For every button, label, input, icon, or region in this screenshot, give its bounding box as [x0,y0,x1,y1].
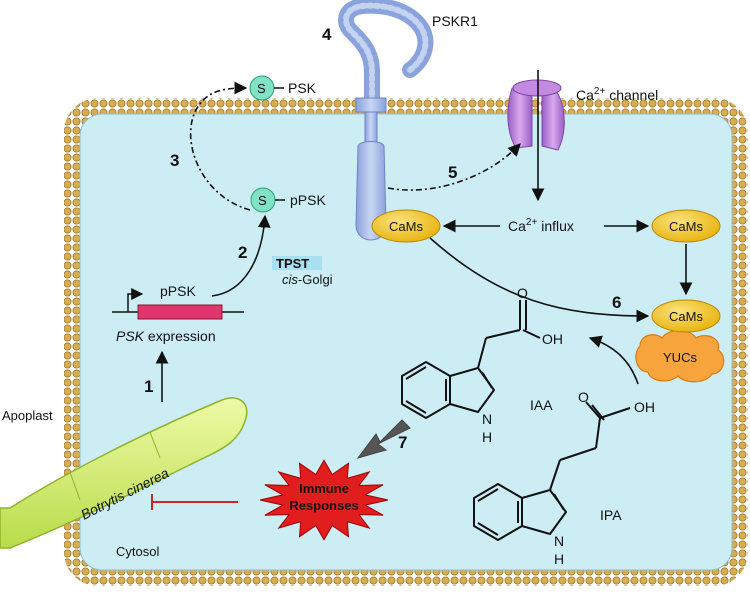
yucs-cloud [635,329,725,383]
cams-left-shape [371,209,441,243]
yucs-label: YUCs [663,350,697,365]
immune-label-line1: Immune [299,481,349,496]
cams-bottom-shape [651,299,721,333]
ca-influx-label: Ca2+ influx [508,217,574,234]
ipa-n-label: N [554,533,564,549]
iaa-oh-label: OH [542,331,563,347]
iaa-h-label: H [482,429,492,445]
botrytis-hypha [0,397,248,549]
psk-expression-label: PSK expression [116,328,216,344]
ipa-h-label: H [554,551,564,567]
ca-channel-label: Ca2+ channel [576,86,658,103]
inhibition-line [151,494,238,510]
cis-golgi-label: cis-Golgi [282,272,333,287]
step-number-1: 1 [144,377,153,396]
step-number-4: 4 [322,25,332,44]
cams-left-label: CaMs [389,219,423,234]
cams-right-shape [651,209,721,243]
arrow-step2 [211,214,271,297]
ppsk-label: pPSK [290,192,326,208]
s-ppsk-s: S [258,193,267,208]
arrows [155,70,693,402]
cams-right-label: CaMs [669,219,703,234]
step-number-3: 3 [170,151,179,170]
pskr1-receptor [338,0,434,241]
iaa-molecule [401,300,541,419]
iaa-o-label: O [517,285,528,301]
iaa-n-label: N [482,411,492,427]
ipa-label: IPA [600,507,622,523]
immune-label-line2: Responses [289,498,358,513]
ipa-molecule [473,401,631,541]
arrow-ipa-to-iaa [588,335,639,385]
arrow-step6 [429,237,650,323]
ppsk-gene-label: pPSK [160,283,196,299]
immune-responses-burst [259,459,389,541]
step-number-5: 5 [448,163,457,182]
iaa-label: IAA [530,397,553,413]
step-number-7: 7 [398,433,407,452]
psk-gene [112,288,244,320]
psk-label: PSK [288,80,317,96]
s-psk-s: S [257,81,266,96]
ipa-oh-label: OH [634,399,655,415]
apoplast-label: Apoplast [2,408,53,423]
arrow-step3 [189,81,251,211]
arrow-step5 [387,143,521,191]
arrow-step7 [356,419,411,459]
pskr1-label: PSKR1 [432,13,478,29]
cams-bottom-label: CaMs [669,309,703,324]
step-number-6: 6 [612,293,621,312]
ipa-o-label: O [578,389,589,405]
step-number-2: 2 [238,243,247,262]
tpst-highlight [272,256,322,270]
cytosol-label: Cytosol [116,544,159,559]
tpst-label: TPST [276,256,309,271]
calcium-channel [507,79,565,151]
